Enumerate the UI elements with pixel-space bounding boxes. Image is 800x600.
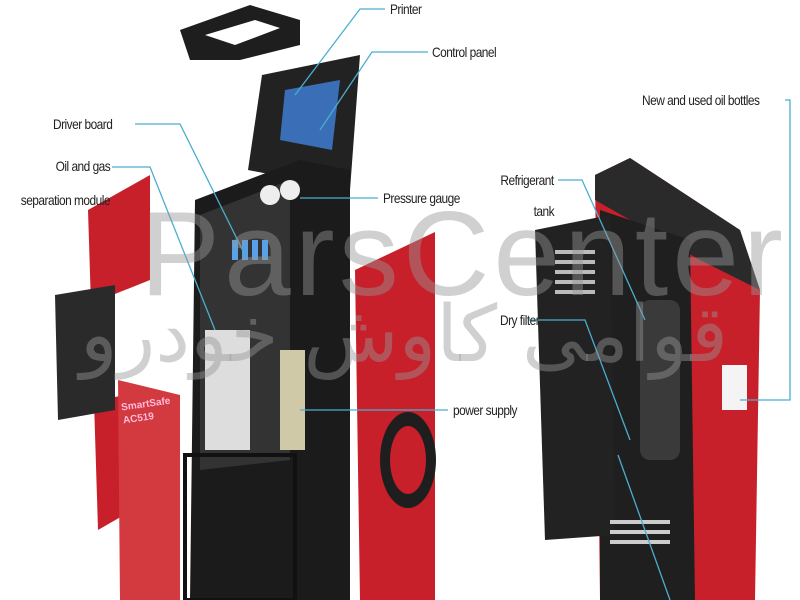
label-control-panel: Control panel (432, 44, 497, 60)
left-side-panel (55, 175, 180, 600)
label-power-supply: power supply (453, 402, 518, 418)
label-oil-gas-line1: Oil and gas (55, 158, 110, 174)
label-refrigerant-line1: Refrigerant (500, 172, 555, 188)
label-driver-board: Driver board (53, 116, 113, 132)
control-panel-lid (248, 55, 360, 190)
label-pressure-gauge: Pressure gauge (383, 190, 460, 206)
watermark-persian: قوامی کاوش خودرو (80, 290, 728, 380)
main-chassis (183, 160, 350, 600)
label-dry-filter: Dry filter (500, 312, 540, 328)
printer-cover (180, 5, 300, 60)
right-side-panel (355, 232, 436, 600)
leader-lines (112, 8, 791, 600)
label-printer: Printer (390, 1, 422, 17)
label-refrigerant-line2: tank (533, 203, 555, 219)
label-oil-bottles: New and used oil bottles (642, 92, 760, 108)
label-oil-gas-line2: separation module (20, 192, 111, 208)
right-machine (535, 158, 760, 600)
watermark-latin: ParsCenter (140, 187, 787, 321)
